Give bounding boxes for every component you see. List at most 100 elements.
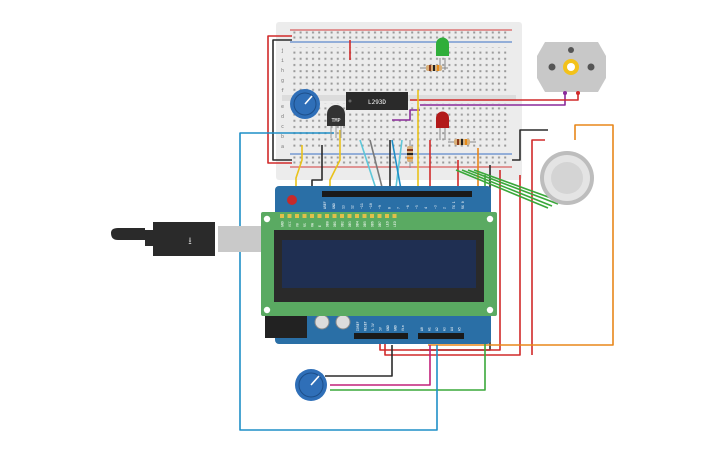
breadboard-row-letter: b: [281, 134, 284, 140]
wire-green[interactable]: [455, 169, 549, 209]
lcd-pin[interactable]: [385, 214, 389, 218]
lcd-pin-label: DB5: [363, 221, 367, 227]
l293d-driver-chip[interactable]: L293D: [346, 92, 408, 110]
lcd-pin[interactable]: [295, 214, 299, 218]
arduino-pin-label: ~6: [406, 205, 410, 209]
lcd-pin[interactable]: [287, 214, 292, 218]
arduino-pin-label: A0: [420, 327, 424, 331]
wire-red[interactable]: [267, 35, 292, 164]
breadboard-row-letter: d: [281, 114, 284, 120]
temp-sensor-label: TMP: [331, 118, 340, 124]
wire-cyan[interactable]: [394, 139, 403, 196]
wire-purple[interactable]: [392, 109, 420, 121]
wire-red[interactable]: [379, 170, 501, 351]
lcd-pin[interactable]: [302, 214, 307, 218]
lcd-pin[interactable]: [347, 214, 352, 218]
lcd-pin-label: DB1: [333, 221, 337, 227]
temperature-sensor[interactable]: TMP: [327, 105, 345, 138]
lcd-pin-label: LED: [386, 221, 390, 227]
lcd-pin[interactable]: [317, 214, 322, 218]
arduino-digital-header: [322, 191, 472, 197]
arduino-pin-label: 5V: [379, 327, 383, 331]
capacitor: [314, 314, 330, 330]
arduino-pin-label: 4: [424, 207, 428, 209]
resistor[interactable]: [420, 65, 448, 71]
lcd-pin-label: DB0: [326, 221, 330, 227]
breadboard-rail-holes-top: [292, 31, 510, 41]
breadboard-components: L293D TMP: [290, 37, 476, 168]
wire-magenta[interactable]: [330, 345, 431, 386]
breadboard-row-letter: h: [281, 68, 284, 74]
arduino-analog-header: [418, 333, 464, 339]
breadboard-terminal-top: [292, 47, 510, 93]
lcd-pin[interactable]: [332, 214, 337, 218]
breadboard-row-letter: j: [281, 48, 284, 54]
gas-sensor[interactable]: [540, 151, 594, 205]
wire-cyan[interactable]: [359, 139, 379, 196]
arduino-pin-label: 12: [351, 205, 355, 209]
lcd-pin[interactable]: [355, 214, 359, 218]
chip-label: L293D: [368, 99, 386, 106]
arduino-pin-label: 8: [387, 207, 391, 209]
lcd-pin-label: LED: [393, 221, 397, 227]
lcd-pin-label: V0: [296, 223, 300, 227]
lcd-pin[interactable]: [392, 214, 397, 218]
lcd-pin[interactable]: [362, 214, 367, 218]
arduino-reset-button[interactable]: [287, 195, 297, 205]
arduino-pin-label: A3: [443, 327, 447, 331]
breadboard-row-letter: g: [281, 78, 284, 84]
arduino-pin-label: IOREF: [356, 321, 360, 331]
usb-cable: ⭳: [111, 222, 215, 256]
wire-orange[interactable]: [428, 124, 614, 346]
arduino-pin-label: ~5: [415, 205, 419, 209]
wire-gray[interactable]: [369, 139, 385, 196]
arduino-pin-label: TX 1: [452, 201, 456, 209]
dc-motor[interactable]: [537, 42, 606, 95]
lcd-pin-label: DB7: [378, 221, 382, 227]
breadboard-row-letter: a: [281, 144, 284, 150]
wire-green[interactable]: [461, 169, 553, 207]
lcd-pin-label: DB6: [371, 221, 375, 227]
led-green[interactable]: [436, 37, 449, 71]
wire-red[interactable]: [384, 175, 521, 356]
lcd-pin-label: RS: [303, 223, 307, 227]
lcd-pin-label: RW: [311, 223, 315, 227]
wire-blue[interactable]: [239, 132, 438, 431]
potentiometer[interactable]: [290, 89, 320, 119]
wire-red[interactable]: [531, 139, 545, 355]
resistor[interactable]: [407, 140, 413, 168]
contrast-potentiometer[interactable]: [295, 369, 327, 401]
lcd-pin[interactable]: [325, 214, 329, 218]
lcd-pin-label: DB3: [348, 221, 352, 227]
wire-black[interactable]: [512, 129, 548, 161]
wire-green[interactable]: [473, 169, 563, 203]
arduino-pin-label: ~9: [378, 205, 382, 209]
wire-blue[interactable]: [391, 139, 403, 196]
arduino-pin-label: ~11: [360, 203, 364, 209]
wire-black[interactable]: [325, 345, 393, 377]
arduino-pin-label: GND: [394, 325, 398, 331]
resistor[interactable]: [448, 139, 476, 145]
lcd-pin[interactable]: [310, 214, 314, 218]
wire-purple[interactable]: [420, 92, 566, 106]
lcd-pin[interactable]: [370, 214, 374, 218]
lcd-pin[interactable]: [340, 214, 344, 218]
arduino-pin-label: A5: [458, 327, 462, 331]
lcd-pin[interactable]: [377, 214, 382, 218]
arduino-pin-label: 13: [341, 205, 345, 209]
arduino-pin-label: AREF: [323, 201, 327, 209]
arduino-pin-label: RESET: [364, 321, 368, 331]
wire-green[interactable]: [467, 169, 559, 205]
wire-black[interactable]: [272, 39, 292, 161]
arduino-pin-label: A4: [450, 327, 454, 331]
breadboard-row-letter: e: [281, 104, 284, 110]
arduino-pin-label: Vin: [401, 325, 405, 331]
lcd-pin[interactable]: [280, 214, 284, 218]
breadboard-row-letter: i: [281, 58, 284, 64]
arduino-pin-label: 3.3V: [371, 323, 375, 331]
arduino-pin-label: GND: [386, 325, 390, 331]
arduino-power-jack[interactable]: [265, 316, 307, 338]
led-red[interactable]: [436, 111, 449, 141]
